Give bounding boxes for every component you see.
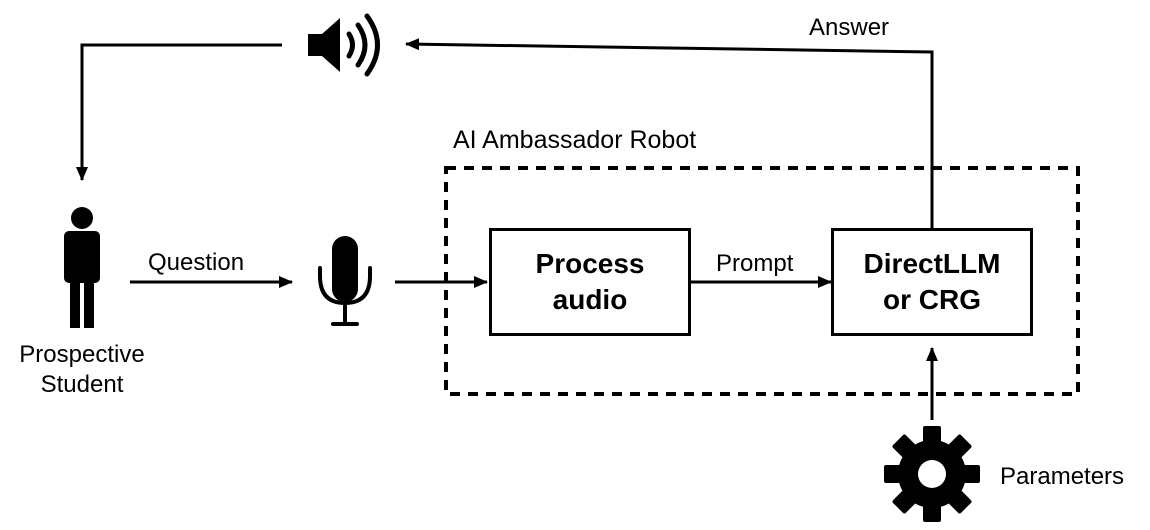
container-title: AI Ambassador Robot (453, 126, 697, 154)
microphone-icon (318, 236, 372, 326)
question-label: Question (148, 249, 245, 276)
speaker-to-student-arrow (76, 43, 282, 181)
person-icon (64, 207, 100, 328)
process-audio-node: Process audio (489, 228, 691, 336)
gear-icon (884, 426, 980, 522)
answer-arrow (405, 38, 934, 228)
speaker-icon (308, 13, 380, 77)
prompt-label: Prompt (716, 250, 794, 277)
direct-llm-node: DirectLLM or CRG (831, 228, 1033, 336)
answer-label: Answer (809, 14, 890, 41)
parameters-label: Parameters (1000, 463, 1125, 490)
student-label: Prospective Student (19, 341, 145, 398)
